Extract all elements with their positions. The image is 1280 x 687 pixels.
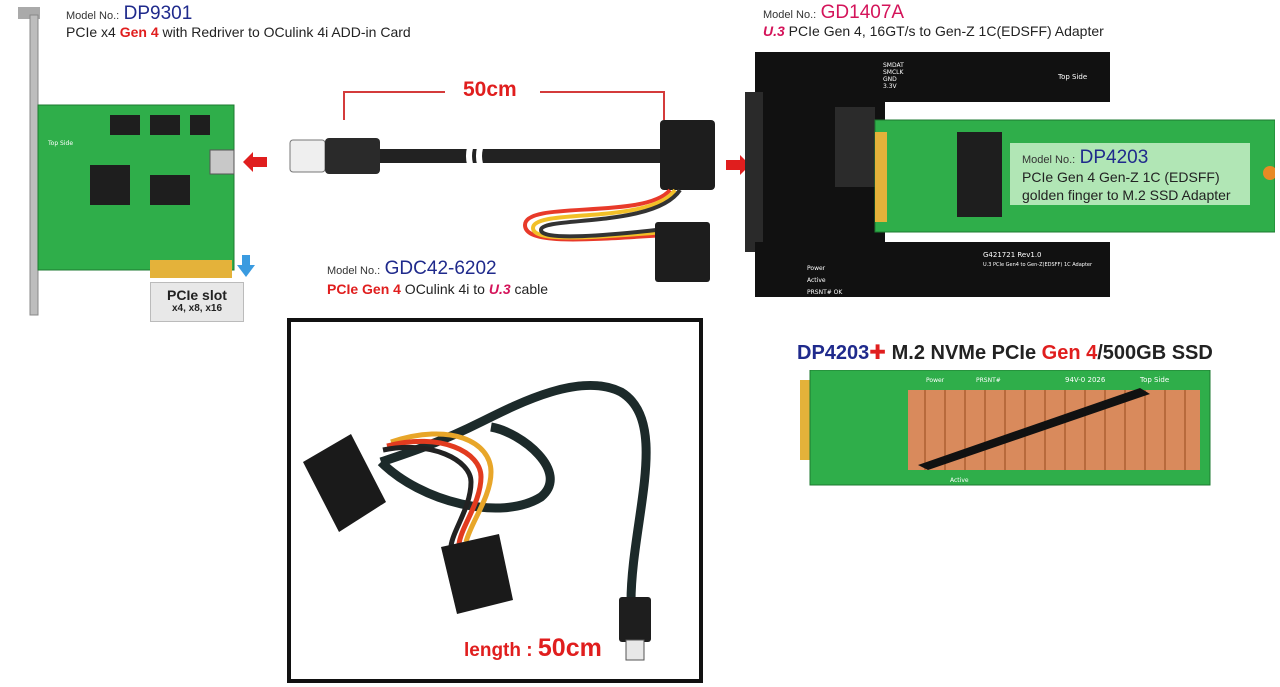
dp9301-description: PCIe x4 Gen 4 with Redriver to OCulink 4… [66, 24, 411, 40]
svg-text:Top Side: Top Side [47, 140, 73, 147]
bundle-title: DP4203✚ M.2 NVMe PCIe Gen 4/500GB SSD [797, 342, 1213, 364]
cable-photo-frame: length : 50cm [287, 318, 703, 683]
gd1407a-description: U.3 PCIe Gen 4, 16GT/s to Gen-Z 1C(EDSFF… [763, 23, 1104, 39]
svg-text:PRSNT#: PRSNT# [976, 377, 1001, 384]
svg-text:Power: Power [807, 265, 826, 272]
dp4203-desc-line2: golden finger to M.2 SSD Adapter [1022, 187, 1231, 203]
cable-title: Model No.: GDC42-6202 [327, 258, 497, 280]
svg-text:Power: Power [926, 377, 945, 384]
cable-image [289, 120, 715, 282]
dp9301-title: Model No.: DP9301 [66, 3, 192, 25]
svg-text:G421721 Rev1.0: G421721 Rev1.0 [983, 251, 1042, 259]
pcie-slot-sub: x4, x8, x16 [171, 303, 223, 314]
model-number: GDC42-6202 [384, 258, 497, 279]
model-prefix: Model No.: [1022, 154, 1076, 166]
dp9301-card-image: Top Side [18, 7, 235, 316]
model-prefix: Model No.: [327, 265, 381, 277]
arrow-right-icon [726, 155, 750, 175]
svg-text:GND: GND [883, 76, 897, 83]
model-prefix: Model No.: [66, 10, 120, 22]
pcie-slot-box: PCIe slot x4, x8, x16 [150, 282, 244, 322]
cable-length-top: 50cm [463, 78, 517, 101]
svg-text:U.3 PCIe Gen4 to Gen-Z(EDSFF): U.3 PCIe Gen4 to Gen-Z(EDSFF) 1C Adapter [983, 262, 1093, 268]
dp4203-info-box: Model No.: DP4203 PCIe Gen 4 Gen-Z 1C (E… [1010, 143, 1250, 205]
pcie-slot-title: PCIe slot [167, 287, 227, 303]
cable-description: PCIe Gen 4 OCulink 4i to U.3 cable [327, 281, 549, 297]
dp4203-desc-line1: PCIe Gen 4 Gen-Z 1C (EDSFF) [1022, 169, 1220, 185]
label-smdat: SMDAT [883, 62, 904, 69]
arrow-left-icon [243, 152, 267, 172]
cable-photo [303, 380, 651, 661]
model-prefix: Model No.: [763, 9, 817, 21]
svg-text:Top Side: Top Side [1139, 376, 1169, 384]
arrow-down-icon [237, 255, 255, 277]
model-number: GD1407A [820, 2, 905, 23]
svg-text:PRSNT# OK: PRSNT# OK [807, 289, 843, 296]
svg-text:Active: Active [950, 477, 969, 484]
bundle-board-image: Power PRSNT# 94V-0 2026 Top Side Active [800, 370, 1211, 486]
cable-length-bracket [343, 91, 665, 120]
model-number: DP4203 [1079, 147, 1149, 168]
svg-text:3.3V: 3.3V [883, 83, 898, 90]
svg-text:94V-0 2026: 94V-0 2026 [1065, 376, 1106, 384]
gd1407a-title: Model No.: GD1407A [763, 2, 904, 24]
svg-text:Top Side: Top Side [1057, 73, 1087, 81]
photo-length-label: length : 50cm [464, 634, 602, 662]
svg-text:SMCLK: SMCLK [883, 69, 905, 76]
model-number: DP9301 [123, 3, 193, 24]
svg-text:Active: Active [807, 277, 826, 284]
